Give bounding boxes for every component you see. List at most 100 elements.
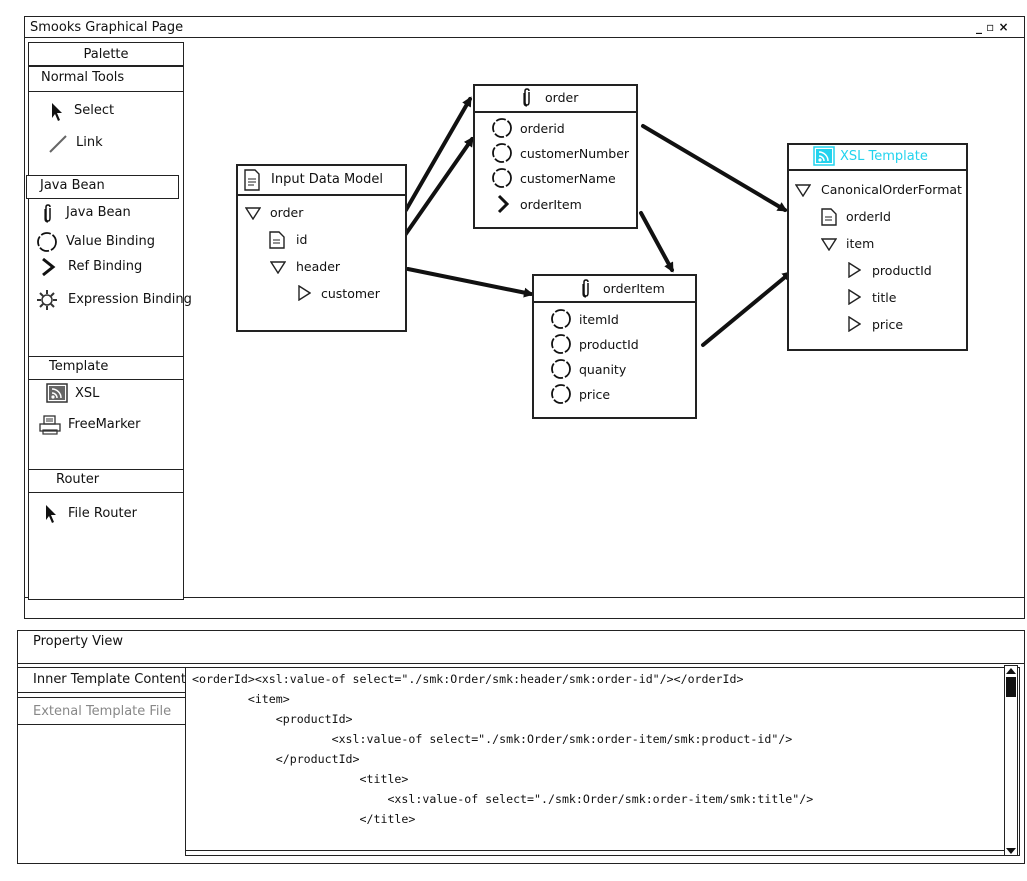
code-line: <productId> xyxy=(192,712,353,726)
code-line: <title> xyxy=(192,772,409,786)
expand-triangle-icon[interactable] xyxy=(270,260,286,274)
cursor-icon xyxy=(52,103,62,121)
section-java-bean-label: Java Bean xyxy=(40,178,105,193)
collapsed-triangle-icon[interactable] xyxy=(847,289,861,305)
palette-item-select[interactable]: Select xyxy=(46,100,166,122)
rss-icon xyxy=(46,383,68,403)
connection-arrow xyxy=(404,96,472,212)
section-template-label: Template xyxy=(49,359,109,374)
bean-field-orderid[interactable]: orderid xyxy=(520,121,565,136)
palette-item-expression-binding[interactable]: Expression Binding xyxy=(36,288,192,312)
bean-field-itemid[interactable]: itemId xyxy=(579,312,619,327)
tree-node-customer[interactable]: customer xyxy=(321,286,380,301)
tab-inner-template-content-label: Inner Template Content xyxy=(33,672,186,687)
value-binding-icon xyxy=(551,334,571,354)
vertical-scrollbar[interactable] xyxy=(1004,665,1018,856)
cursor-icon xyxy=(46,505,56,523)
scroll-down-icon[interactable] xyxy=(1005,846,1017,856)
tree-node-title[interactable]: title xyxy=(872,290,897,305)
expand-triangle-icon[interactable] xyxy=(795,183,811,197)
scroll-up-icon[interactable] xyxy=(1005,666,1017,676)
palette-item-value-binding[interactable]: Value Binding xyxy=(36,230,180,252)
scrollbar-thumb[interactable] xyxy=(1006,677,1016,697)
tree-node-order[interactable]: order xyxy=(270,205,304,220)
bean-field-quanity[interactable]: quanity xyxy=(579,362,627,377)
printer-icon xyxy=(39,415,61,435)
palette-item-label: File Router xyxy=(68,506,137,521)
input-data-model-box[interactable] xyxy=(236,164,407,332)
palette-item-label: XSL xyxy=(75,386,100,401)
connection-arrow xyxy=(401,136,474,240)
section-normal-tools[interactable] xyxy=(28,66,184,92)
palette-item-label: Select xyxy=(74,103,115,118)
code-line: </productId> xyxy=(192,752,360,766)
tree-node-orderid[interactable]: orderId xyxy=(846,209,891,224)
chevron-right-icon xyxy=(42,257,56,277)
expand-triangle-icon[interactable] xyxy=(245,206,261,220)
order-bean-box[interactable] xyxy=(473,84,638,229)
palette-title: Palette xyxy=(83,47,129,62)
tree-node-price[interactable]: price xyxy=(872,317,904,332)
palette-item-label: Expression Binding xyxy=(68,292,192,307)
value-binding-icon xyxy=(492,168,512,188)
connection-arrow xyxy=(641,124,788,212)
bean-field-productid[interactable]: productId xyxy=(579,337,639,352)
template-code-editor[interactable]: <orderId><xsl:value-of select="./smk:Ord… xyxy=(185,667,1020,856)
palette-item-label: Value Binding xyxy=(66,234,155,249)
xsl-template-title: XSL Template xyxy=(840,149,928,164)
connection-layer xyxy=(401,96,793,347)
tab-external-template-file[interactable] xyxy=(17,697,187,725)
input-data-model-title: Input Data Model xyxy=(271,172,383,187)
palette-item-java-bean[interactable]: Java Bean xyxy=(40,202,180,224)
palette-item-label: FreeMarker xyxy=(68,417,141,432)
value-binding-icon xyxy=(551,384,571,404)
window-controls[interactable]: _ ▫ × xyxy=(976,20,1009,34)
collapsed-triangle-icon[interactable] xyxy=(847,262,861,278)
palette-item-ref-binding[interactable]: Ref Binding xyxy=(38,256,178,278)
section-router[interactable] xyxy=(28,469,184,493)
orderitem-bean-header xyxy=(532,274,697,303)
tree-node-item[interactable]: item xyxy=(846,236,875,251)
property-view-panel xyxy=(17,630,1025,664)
tree-node-header[interactable]: header xyxy=(296,259,341,274)
collapsed-triangle-icon[interactable] xyxy=(847,316,861,332)
tab-external-template-file-label: Extenal Template File xyxy=(33,704,172,719)
palette-item-link[interactable]: Link xyxy=(46,132,166,154)
window-status-bar xyxy=(24,597,1025,619)
tab-inner-template-content[interactable] xyxy=(17,667,187,693)
link-line-icon xyxy=(49,135,67,153)
palette-item-label: Link xyxy=(76,135,103,150)
paperclip-icon xyxy=(582,279,589,298)
tree-node-id[interactable]: id xyxy=(296,232,308,247)
code-line: <item> xyxy=(192,692,290,706)
property-view-title: Property View xyxy=(33,634,123,649)
section-template[interactable] xyxy=(28,356,184,380)
code-text: <orderId><xsl:value-of select="./smk:Ord… xyxy=(192,669,813,829)
connection-arrow xyxy=(701,271,793,347)
bean-field-price[interactable]: price xyxy=(579,387,611,402)
palette-header: Palette xyxy=(28,42,184,66)
palette-item-freemarker[interactable]: FreeMarker xyxy=(38,414,178,436)
section-java-bean[interactable] xyxy=(26,175,179,199)
value-binding-icon xyxy=(551,309,571,329)
connection-arrow xyxy=(406,267,534,298)
tree-node-productid[interactable]: productId xyxy=(872,263,932,278)
palette-item-file-router[interactable]: File Router xyxy=(40,503,180,525)
bean-field-customernumber[interactable]: customerNumber xyxy=(520,146,630,161)
value-binding-icon xyxy=(492,118,512,138)
palette-item-xsl[interactable]: XSL xyxy=(46,383,166,405)
paperclip-icon xyxy=(523,88,530,107)
orderitem-bean-title: orderItem xyxy=(603,281,665,296)
bean-field-customername[interactable]: customerName xyxy=(520,171,616,186)
expand-triangle-icon[interactable] xyxy=(821,237,837,251)
section-router-label: Router xyxy=(56,472,100,487)
title-bar xyxy=(24,16,1025,38)
input-data-model-header xyxy=(236,164,407,196)
bean-field-orderitem[interactable]: orderItem xyxy=(520,197,582,212)
connection-arrow xyxy=(639,211,674,273)
xsl-template-box[interactable] xyxy=(787,143,968,351)
value-binding-icon xyxy=(551,359,571,379)
tree-node-canonicalorderformat[interactable]: CanonicalOrderFormat xyxy=(821,182,962,197)
orderitem-bean-box[interactable] xyxy=(532,274,697,419)
collapsed-triangle-icon[interactable] xyxy=(297,285,311,301)
